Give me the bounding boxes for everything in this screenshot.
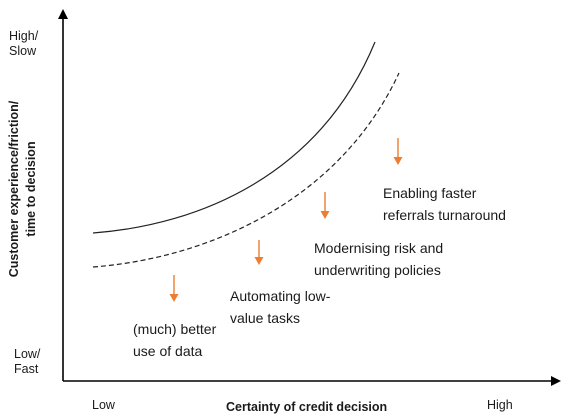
y-axis-high-label: High/ Slow bbox=[9, 29, 39, 58]
arrow-down-icon-4 bbox=[393, 138, 403, 165]
improved-state-curve bbox=[92, 72, 400, 268]
annotation-modernising-policies: Modernising risk and underwriting polici… bbox=[314, 240, 444, 278]
y-axis-title: Customer experience/friction/ time to de… bbox=[7, 100, 38, 278]
arrow-down-icon-1 bbox=[169, 275, 179, 302]
annotation-automating-tasks: Automating low- value tasks bbox=[230, 288, 331, 326]
x-axis-low-label: Low bbox=[92, 398, 115, 412]
y-axis-low-label: Low/ Fast bbox=[14, 347, 41, 376]
annotation-better-use-of-data: (much) better use of data bbox=[133, 321, 217, 359]
x-axis-high-label: High bbox=[487, 398, 513, 412]
annotation-faster-referrals: Enabling faster referrals turnaround bbox=[383, 185, 506, 223]
arrow-down-icon-2 bbox=[254, 240, 264, 265]
arrow-down-icon-3 bbox=[320, 192, 330, 219]
current-state-curve bbox=[92, 41, 376, 234]
x-axis-title: Certainty of credit decision bbox=[226, 400, 388, 414]
